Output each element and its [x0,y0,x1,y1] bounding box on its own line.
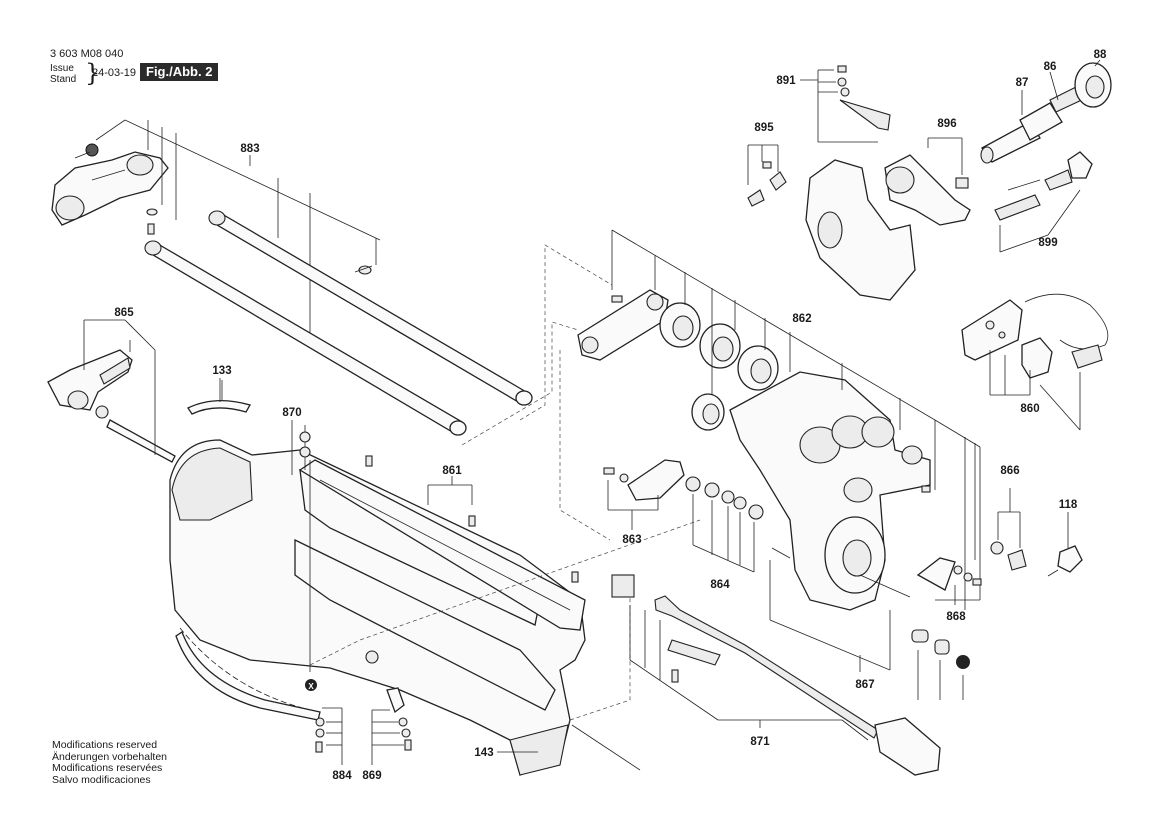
modifications-notice: Modifications reserved Änderungen vorbeh… [52,739,168,786]
leader-863 [603,459,685,530]
label-118: 118 [1059,499,1078,511]
switch-plate-part [961,293,1109,379]
label-884: 884 [332,770,352,782]
leader-891 [800,65,891,143]
leader-866 [990,488,1027,571]
label-895: 895 [754,122,774,134]
label-867: 867 [855,679,874,691]
label-870: 870 [282,407,301,419]
notice-line-fr: Modifications reservées [52,762,163,774]
callout-labels: 883 865 133 870 861 884 869 143 891 895 … [114,49,1107,782]
marker-x: X [305,679,317,691]
guard-cover-part [187,380,251,415]
label-860: 860 [1020,403,1039,415]
label-896: 896 [937,118,956,130]
screw-part [146,208,373,275]
guide-rail-upper [208,210,533,406]
carriage-housing-part [729,371,931,611]
label-868: 868 [946,611,966,623]
leader-899 [994,151,1093,253]
label-899: 899 [1038,237,1057,249]
notice-line-en: Modifications reserved [52,739,158,751]
label-143: 143 [474,747,493,759]
leader-862 [611,229,981,610]
leader-860 [989,350,1081,431]
stand-label: Stand [50,74,77,85]
leader-143 [497,724,641,771]
leader-868 [916,557,982,605]
leader-118 [1047,512,1083,577]
leader-867 [769,547,891,672]
end-bracket-part [51,143,169,226]
link-plate-part [577,289,669,361]
roller-bearings-part [659,302,779,431]
label-133: 133 [212,365,231,377]
label-862: 862 [792,313,811,325]
svg-text:X: X [308,682,314,691]
label-871: 871 [750,736,770,748]
leader-865 [83,319,156,455]
label-87: 87 [1016,77,1029,89]
label-865: 865 [114,307,134,319]
label-88: 88 [1094,49,1107,61]
guide-rail-lower [144,240,467,436]
leader-871 [611,574,941,776]
figure-badge: Fig./Abb. 2 [140,63,219,81]
shaft-87-part [980,90,1063,164]
notice-line-es: Salvo modificaciones [52,773,151,786]
document-number: 3 603 M08 040 [50,48,124,60]
clamp-bracket-part [47,349,176,463]
saw-base-part [169,439,586,776]
leader-870 [291,420,311,672]
leader-896 [927,137,969,189]
leader-895 [747,144,787,207]
leader-864 [685,476,764,573]
label-86: 86 [1044,61,1057,73]
assembly-dash-lines [309,244,701,721]
leader-861 [365,455,579,583]
brace-glyph: } [85,59,101,87]
label-891: 891 [776,75,796,87]
notice-line-de: Änderungen vorbehalten [52,750,168,763]
label-883: 883 [240,143,259,155]
issue-label: Issue [50,63,74,74]
spring-parts [911,629,970,700]
label-864: 864 [710,579,730,591]
coil-88-part [1074,59,1112,108]
label-869: 869 [362,770,381,782]
issue-date: 24-03-19 [92,67,137,79]
label-866: 866 [1000,465,1019,477]
leader-869 [371,687,412,765]
issue-stand-label: Issue Stand [50,63,90,85]
fence-rail-part [298,459,586,631]
leader-884 [315,707,343,765]
motor-mount-part [805,154,971,301]
label-863: 863 [622,534,641,546]
label-861: 861 [442,465,462,477]
